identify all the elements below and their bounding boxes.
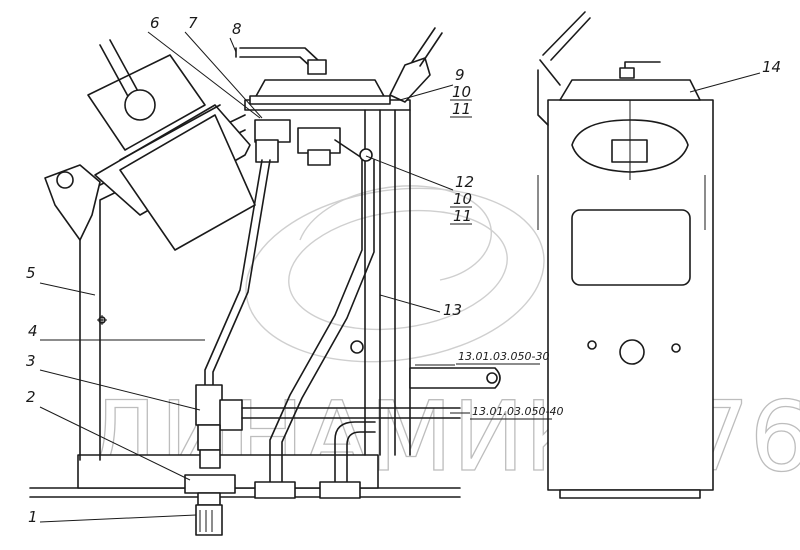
tilted-tank xyxy=(87,39,256,251)
callout-3: 3 xyxy=(26,352,36,370)
ref-label-1: 13.01.03.050-30 xyxy=(458,350,549,363)
callout-labels: 1 2 3 4 5 6 7 8 9 10 11 12 10 11 13 14 xyxy=(26,14,781,526)
top-sleeve xyxy=(389,27,443,103)
callout-10b: 10 xyxy=(453,190,472,208)
leader-lines xyxy=(39,31,761,523)
pipe-13 xyxy=(254,159,376,499)
horizontal-rod xyxy=(241,367,501,419)
callout-14: 14 xyxy=(762,58,781,76)
reference-labels: 13.01.03.050-30 13.01.03.050-40 xyxy=(456,350,563,420)
ref-label-2: 13.01.03.050-40 xyxy=(472,405,563,418)
callout-8: 8 xyxy=(232,20,242,38)
callout-10a: 10 xyxy=(452,83,471,101)
fitting-stack xyxy=(184,384,243,536)
callout-13: 13 xyxy=(443,301,462,319)
callout-6: 6 xyxy=(150,14,160,32)
callout-2: 2 xyxy=(26,388,36,406)
lid-assembly xyxy=(235,47,391,105)
callout-11a: 11 xyxy=(452,100,471,118)
callout-9: 9 xyxy=(455,66,465,84)
side-view xyxy=(537,11,714,499)
valve-block xyxy=(254,119,373,166)
pipe-left xyxy=(204,139,279,386)
callout-1: 1 xyxy=(28,508,38,526)
callout-12: 12 xyxy=(455,173,474,191)
callout-11b: 11 xyxy=(453,207,472,225)
callout-4: 4 xyxy=(28,322,38,340)
callout-5: 5 xyxy=(26,264,36,282)
callout-7: 7 xyxy=(188,14,198,32)
